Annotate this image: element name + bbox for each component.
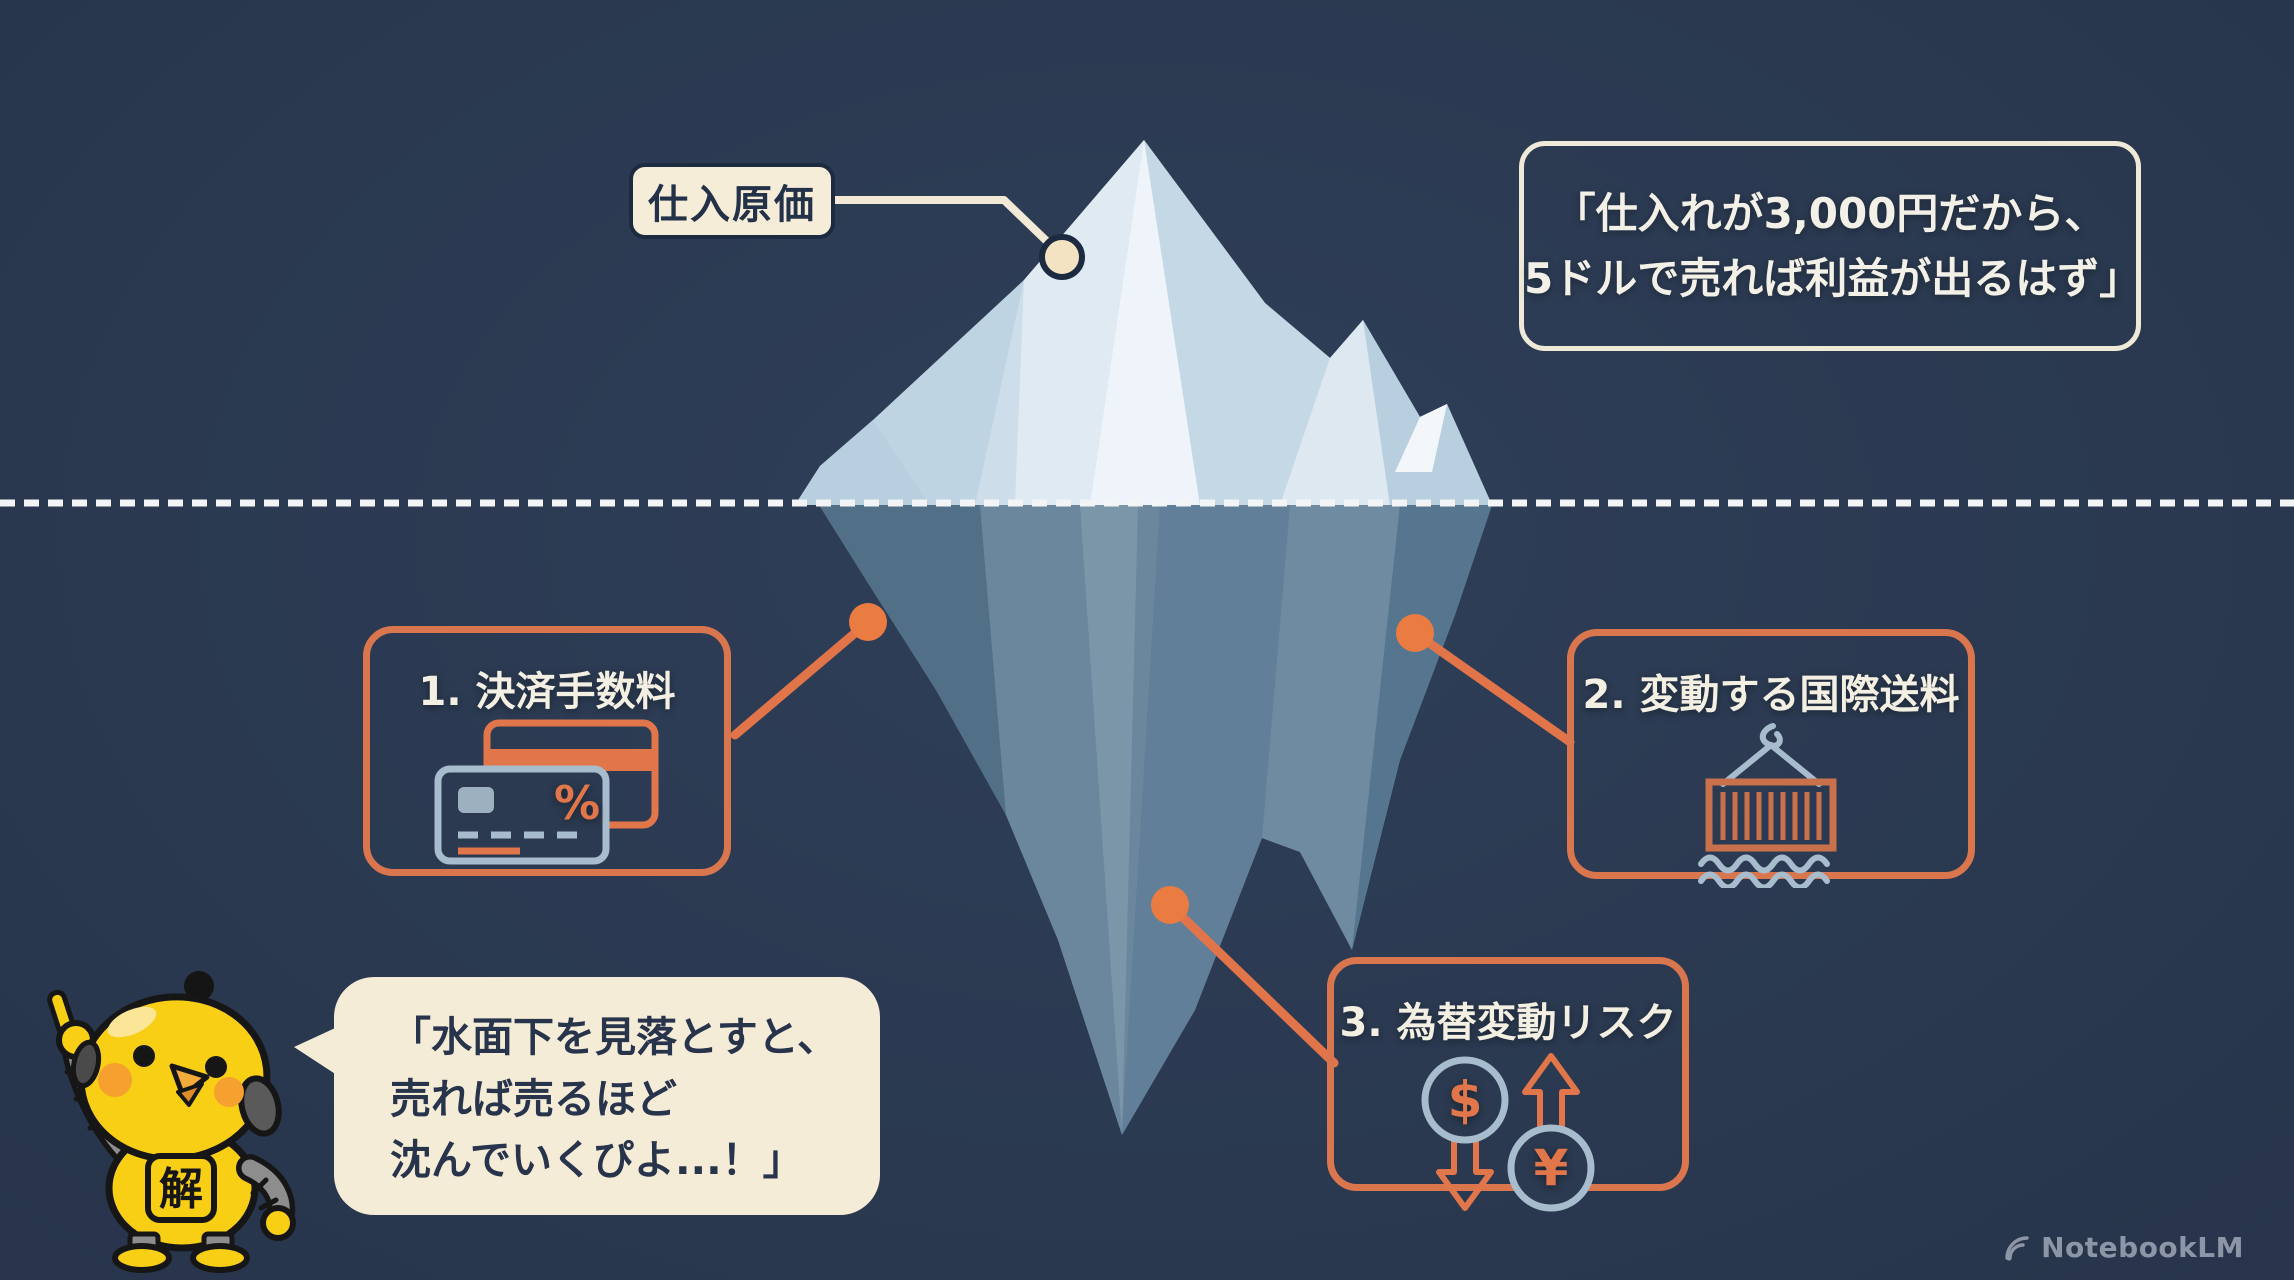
speech-line-1: 「水面下を見落とすと、 [390, 1013, 839, 1061]
connector-line-2 [1410, 628, 1575, 747]
marker-dot-1 [849, 603, 887, 641]
peak-label-text: 仕入原価 [648, 182, 816, 228]
peak-marker-dot [1039, 234, 1085, 280]
cost-box-shipping: 2. 変動する国際送料 [1567, 629, 1975, 888]
shipping-container-icon [1698, 723, 1837, 888]
marker-dot-2 [1396, 614, 1434, 652]
percent-glyph: % [554, 776, 600, 830]
iceberg-above-water [795, 140, 1492, 505]
watermark-text: NotebookLM [2041, 1231, 2244, 1264]
cost-box-title: 2. 変動する国際送料 [1582, 672, 1960, 718]
cost-box-title: 3. 為替変動リスク [1339, 1000, 1677, 1046]
connector-line-1 [730, 617, 873, 740]
mascot-character: 解 [47, 971, 296, 1273]
cost-box-title: 1. 決済手数料 [418, 669, 676, 715]
cost-box-exchange-risk: 3. 為替変動リスク $ ¥ [1327, 957, 1689, 1212]
connector-line-3 [1165, 900, 1339, 1068]
mascot-speech-bubble: 「水面下を見落とすと、 売れば売るほど 沈んでいくぴよ...！」 [294, 977, 880, 1215]
mascot-eye [205, 1056, 227, 1078]
speech-line-2: 売れば売るほど [390, 1074, 677, 1123]
marker-dot-3 [1151, 886, 1189, 924]
mascot-eye [133, 1045, 155, 1067]
speech-line-3: 沈んでいくぴよ...！」 [390, 1136, 804, 1184]
assumption-quote: 「仕入れが3,000円だから、 5ドルで売れば利益が出るはず」 [1519, 141, 2141, 351]
credit-card-fee-icon: % [434, 719, 659, 865]
peak-label: 仕入原価 [629, 163, 835, 239]
yen-glyph: ¥ [1534, 1139, 1569, 1197]
notebooklm-watermark: NotebookLM [2002, 1231, 2244, 1264]
notebooklm-logo-icon [2005, 1235, 2029, 1261]
quote-line-1: 「仕入れが3,000円だから、 [1553, 188, 2107, 238]
mascot-badge-kanji: 解 [159, 1164, 203, 1215]
dollar-glyph: $ [1448, 1071, 1483, 1129]
quote-line-2: 5ドルで売れば利益が出るはず」 [1524, 254, 2142, 303]
mascot-badge [145, 1153, 217, 1223]
peak-connector-line [835, 196, 1085, 280]
currency-exchange-icon: $ ¥ [1421, 1053, 1595, 1212]
speech-bubble-tail [294, 1023, 346, 1081]
iceberg-below-water [819, 505, 1492, 1135]
cost-box-payment-fees: 1. 決済手数料 % [363, 626, 731, 876]
